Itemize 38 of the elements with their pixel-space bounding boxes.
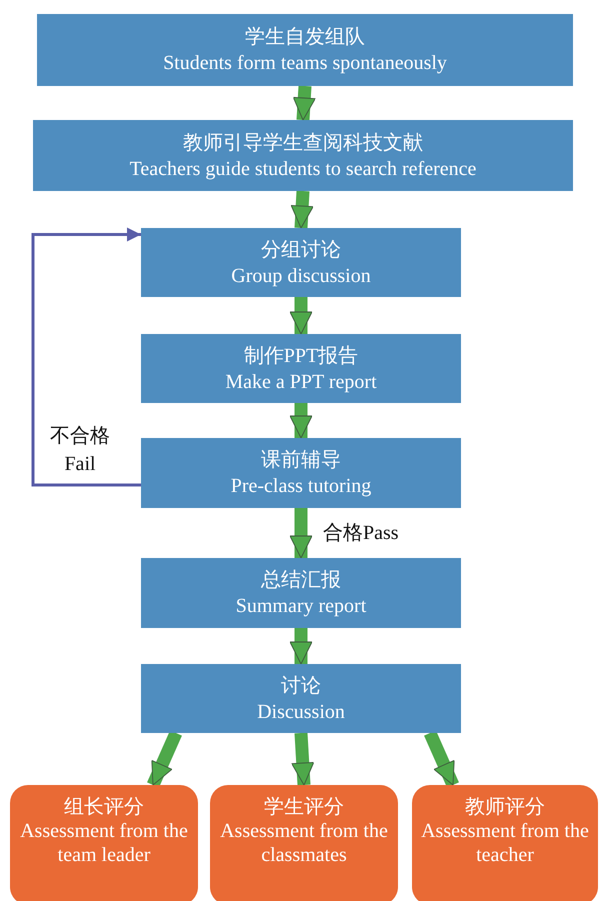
feedback-arrow [32,228,141,486]
english-label: Discussion [257,700,345,724]
flow-arrow [290,508,312,558]
english-label: Make a PPT report [225,370,377,394]
chinese-label: 组长评分 [64,795,144,819]
chinese-label: 制作PPT报告 [244,344,358,368]
english-label: Teachers guide students to search reference [130,156,476,182]
process-box [141,228,461,297]
assessment-box [10,785,198,901]
process-box [37,14,573,86]
english-label: Pre-class tutoring [230,474,372,499]
chinese-label: 总结汇报 [261,568,341,593]
chinese-label: 教师引导学生查阅科技文献 [183,130,423,156]
chinese-label: 课前辅导 [261,448,341,473]
english-label: Group discussion [231,264,371,288]
process-box [141,664,461,733]
flow-arrow [290,190,314,228]
flow-arrow [291,732,314,786]
english-label: Assessment from the classmates [219,819,389,867]
assessment-box [210,785,398,901]
process-box [141,334,461,403]
english-label: Assessment from the teacher [420,819,590,867]
flow-arrow [290,403,312,438]
chinese-label: 讨论 [281,674,321,698]
process-box [33,120,573,191]
process-box [141,558,461,628]
flow-arrow [290,297,312,334]
chinese-label: 学生评分 [264,795,344,819]
flow-arrow [290,628,312,664]
chinese-label: 分组讨论 [261,238,341,262]
chinese-label: 教师评分 [465,795,545,819]
english-label: Assessment from the team leader [19,819,189,867]
process-box [141,438,461,508]
assessment-box [412,785,598,901]
chinese-label: 学生自发组队 [245,25,365,50]
english-label: Students form teams spontaneously [163,51,447,76]
english-label: Summary report [236,594,366,619]
flow-arrow [292,86,316,120]
